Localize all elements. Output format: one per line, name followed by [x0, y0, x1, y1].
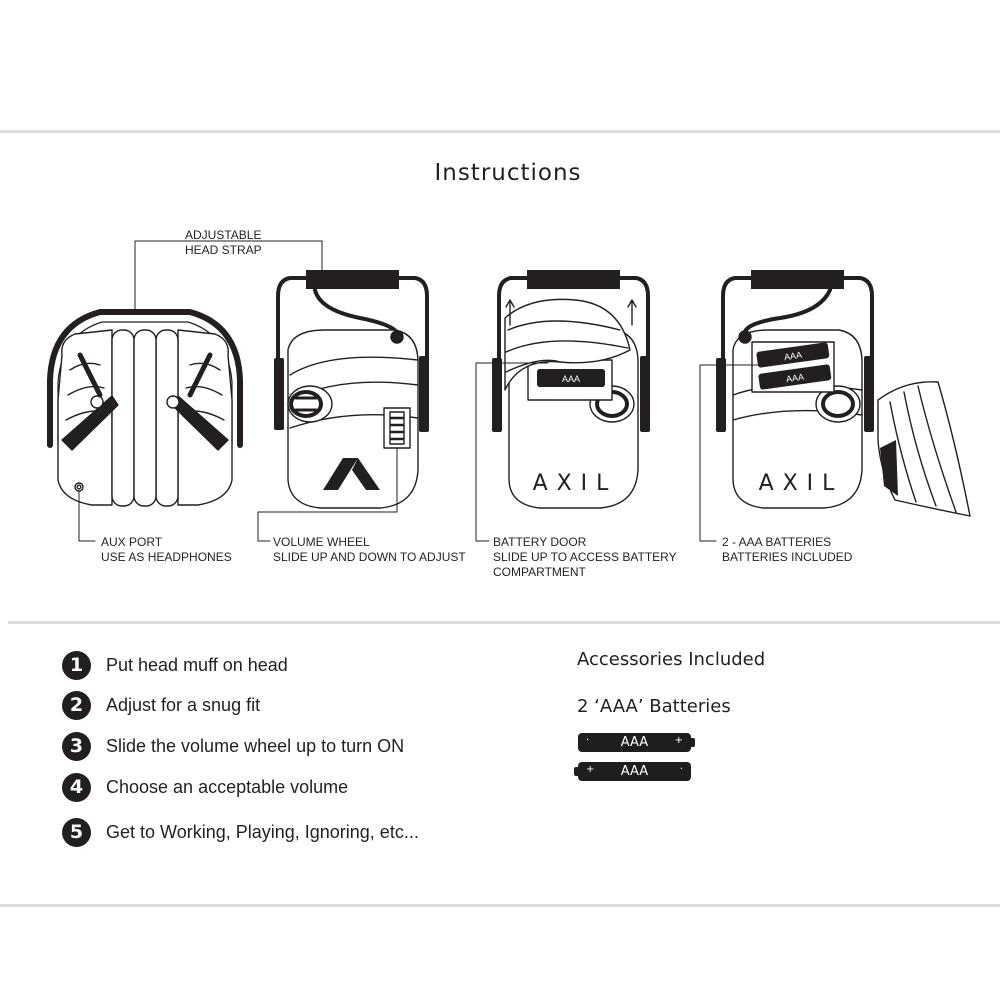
- middle-divider: [8, 621, 1000, 624]
- step-text: Adjust for a snug fit: [106, 694, 261, 715]
- earmuff-diagram: AAA AAA AAA AXIL AXIL: [47, 240, 971, 542]
- step-number: 5: [62, 817, 91, 847]
- step-number: 2: [62, 690, 91, 720]
- accessories-item: 2 ‘AAA’ Batteries: [577, 696, 731, 717]
- step-2: 2 Adjust for a snug fit: [62, 690, 260, 720]
- brand-wordmark: AXIL: [759, 471, 844, 496]
- step-number: 3: [62, 731, 91, 761]
- brand-wordmark: AXIL: [533, 471, 618, 496]
- step-text: Choose an acceptable volume: [106, 776, 349, 797]
- step-3: 3 Slide the volume wheel up to turn ON: [62, 731, 404, 761]
- battery-label: AAA: [783, 350, 802, 362]
- step-number: 4: [62, 772, 91, 802]
- step-text: Slide the volume wheel up to turn ON: [106, 735, 405, 756]
- callout-volume-wheel: VOLUME WHEEL SLIDE UP AND DOWN TO ADJUST: [273, 535, 466, 564]
- step-5: 5 Get to Working, Playing, Ignoring, etc…: [62, 817, 419, 847]
- battery-label: AAA: [562, 374, 580, 384]
- aaa-battery: · AAA +: [578, 733, 695, 752]
- callout-head-strap: ADJUSTABLE HEAD STRAP: [185, 228, 262, 257]
- step-text: Get to Working, Playing, Ignoring, etc..…: [106, 821, 419, 842]
- battery-label: AAA: [785, 372, 804, 384]
- callout-batteries: 2 - AAA BATTERIES BATTERIES INCLUDED: [722, 535, 853, 564]
- battery-label: AAA: [620, 764, 649, 779]
- callout-aux-port: AUX PORT USE AS HEADPHONES: [101, 535, 232, 564]
- top-divider: [0, 130, 1000, 133]
- step-number: 1: [62, 650, 91, 680]
- aaa-battery: + AAA ·: [574, 762, 691, 781]
- folded-earmuff-illustration: [47, 309, 243, 507]
- diagram-batteries: AAA AAA AAA: [537, 342, 832, 390]
- step-1: 1 Put head muff on head: [62, 650, 288, 680]
- step-4: 4 Choose an acceptable volume: [62, 772, 348, 802]
- side-view-volume-illustration: [274, 270, 429, 509]
- battery-label: AAA: [620, 735, 649, 750]
- bottom-divider: [0, 904, 1000, 907]
- accessories-title: Accessories Included: [577, 649, 766, 670]
- page-title: Instructions: [434, 160, 582, 186]
- step-text: Put head muff on head: [106, 654, 288, 675]
- callout-battery-door: BATTERY DOOR SLIDE UP TO ACCESS BATTERY …: [493, 535, 677, 579]
